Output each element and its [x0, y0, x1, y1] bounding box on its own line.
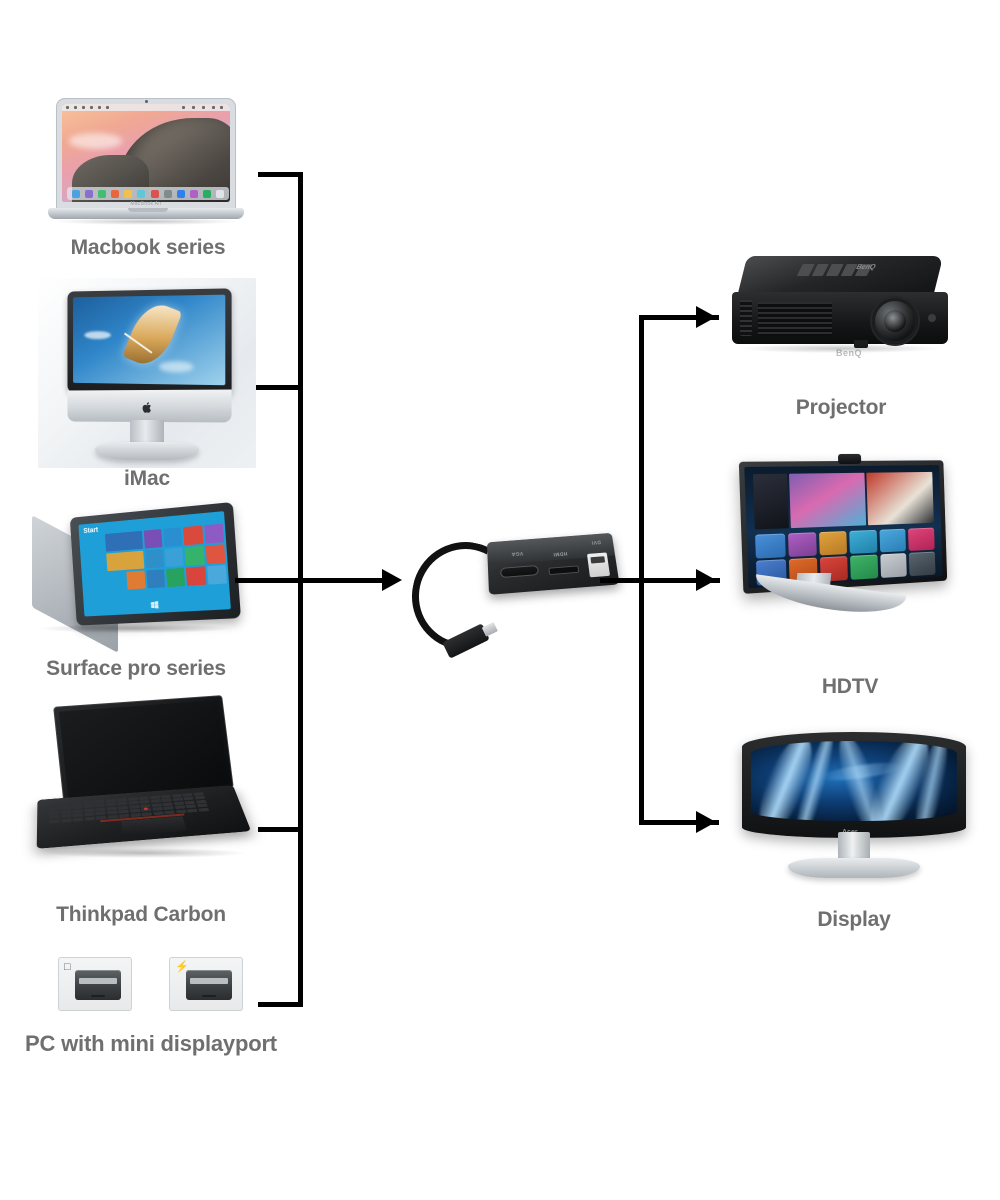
left-stub-macbook: [258, 172, 303, 177]
projector-brand-top: BenQ: [854, 264, 877, 271]
adapter-label-vga: VGA: [511, 550, 524, 557]
output-device-display[interactable]: Acer: [738, 728, 970, 880]
mini-displayport-adapter[interactable]: VGA HDMI DVI: [410, 528, 620, 658]
monitor-icon: Acer: [738, 728, 970, 880]
caption-projector: Projector: [795, 396, 887, 419]
source-device-macbook[interactable]: MacBook Air: [48, 98, 248, 228]
adapter-icon: VGA HDMI DVI: [410, 528, 620, 658]
arrow-to-projector: [696, 306, 716, 328]
output-device-hdtv[interactable]: [736, 453, 964, 625]
left-stub-imac: [256, 385, 303, 390]
right-stub-display: [639, 820, 719, 825]
projector-brand: BenQ: [836, 348, 863, 358]
caption-display: Display: [817, 908, 891, 931]
left-bus-vertical: [298, 172, 303, 1007]
laptop-macbook-icon: MacBook Air: [48, 98, 248, 228]
arrow-to-display: [696, 811, 716, 833]
right-stub-projector: [639, 315, 719, 320]
caption-macbook: Macbook series: [70, 236, 226, 259]
output-device-projector[interactable]: BenQ BenQ: [726, 252, 956, 358]
source-device-thinkpad[interactable]: [30, 695, 252, 860]
trunk-to-adapter: [235, 578, 390, 583]
arrow-to-hdtv: [696, 569, 716, 591]
windows-logo-icon: [150, 601, 159, 609]
caption-surface: Surface pro series: [46, 657, 226, 680]
thunderbolt-symbol: ⚡: [175, 961, 189, 973]
apple-logo-icon: [142, 401, 151, 414]
adapter-port-vga: [500, 564, 539, 579]
laptop-thinkpad-icon: [30, 695, 252, 860]
adapter-port-hdmi: [548, 565, 580, 576]
source-device-imac[interactable]: [38, 278, 256, 468]
adapter-port-dvi: [586, 552, 611, 578]
caption-imac: iMac: [124, 467, 170, 490]
adapter-label-hdmi: HDMI: [552, 550, 568, 557]
caption-pc-minidisplayport: PC with mini displayport: [25, 1031, 277, 1056]
tv-camera-icon: [837, 453, 861, 465]
thunderbolt-port-icon: ⚡: [169, 957, 243, 1011]
source-port-thunderbolt[interactable]: ⚡: [169, 957, 243, 1011]
trunk-from-adapter: [600, 578, 720, 583]
projector-icon: BenQ BenQ: [726, 252, 956, 358]
arrow-to-adapter: [382, 569, 402, 591]
caption-hdtv: HDTV: [821, 675, 879, 698]
television-icon: [736, 453, 964, 625]
source-device-surface[interactable]: Start: [30, 501, 242, 653]
adapter-label-dvi: DVI: [591, 538, 602, 545]
macbook-model-text: MacBook Air: [130, 201, 162, 207]
caption-thinkpad: Thinkpad Carbon: [56, 903, 226, 926]
desktop-imac-icon: [38, 278, 256, 468]
right-bus-vertical: [639, 315, 644, 825]
tablet-surface-icon: Start: [30, 501, 242, 653]
mini-displayport-port-icon: □: [58, 957, 132, 1011]
mini-displayport-symbol: □: [64, 961, 71, 973]
left-stub-thinkpad: [258, 827, 303, 832]
projector-lens-icon: [872, 298, 918, 344]
source-port-minidisplayport[interactable]: □: [58, 957, 132, 1011]
left-stub-pcport: [258, 1002, 303, 1007]
